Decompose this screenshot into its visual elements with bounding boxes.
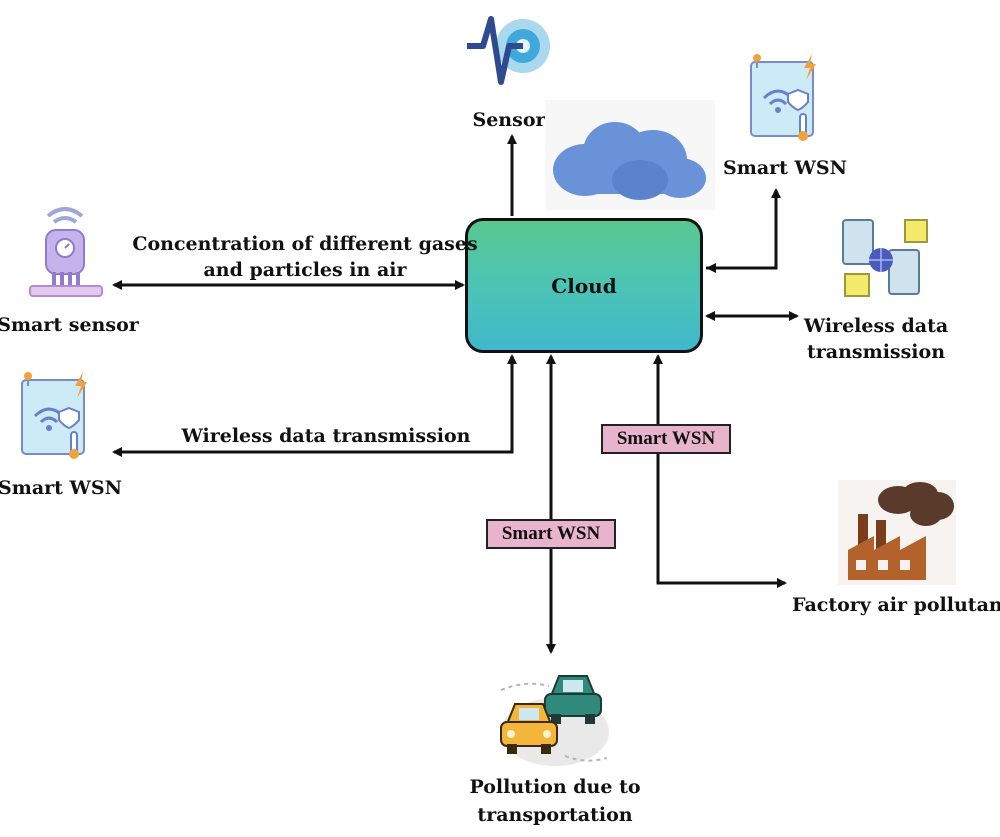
wireless-transmission-icon — [842, 219, 928, 297]
smart-sensor-icon — [29, 207, 103, 297]
wireless-right-label-2: transmission — [806, 341, 946, 363]
wireless-left-label: Wireless data transmission — [181, 425, 471, 447]
smart-sensor-label: Smart sensor — [0, 314, 139, 336]
transport-label-2: transportation — [477, 804, 633, 826]
smart-wsn-tag-bottom: Smart WSN — [486, 519, 616, 549]
arrow-to-factory — [656, 358, 787, 588]
arrow-to-smart-wsn-top — [706, 188, 781, 270]
factory-icon — [838, 480, 956, 585]
transport-label-1: Pollution due to — [469, 776, 641, 798]
sensor-label: Sensor — [472, 109, 546, 131]
smart-wsn-top-label: Smart WSN — [723, 157, 847, 179]
cloud-label: Cloud — [551, 273, 617, 298]
wireless-right-label-1: Wireless data — [803, 315, 949, 337]
gases-label-2: and particles in air — [203, 259, 407, 281]
sensor-icon — [465, 4, 555, 99]
cloud-node: Cloud — [465, 218, 703, 353]
smart-wsn-left-label: Smart WSN — [0, 477, 122, 499]
smart-wsn-tag-right: Smart WSN — [601, 424, 731, 454]
transport-cars-icon — [500, 675, 609, 766]
factory-label: Factory air pollutants — [792, 594, 1000, 616]
smart-wsn-left-icon — [21, 372, 87, 459]
cloud-icon — [545, 100, 715, 210]
smart-wsn-top-icon — [750, 54, 816, 141]
gases-label-1: Concentration of different gases — [132, 233, 478, 255]
